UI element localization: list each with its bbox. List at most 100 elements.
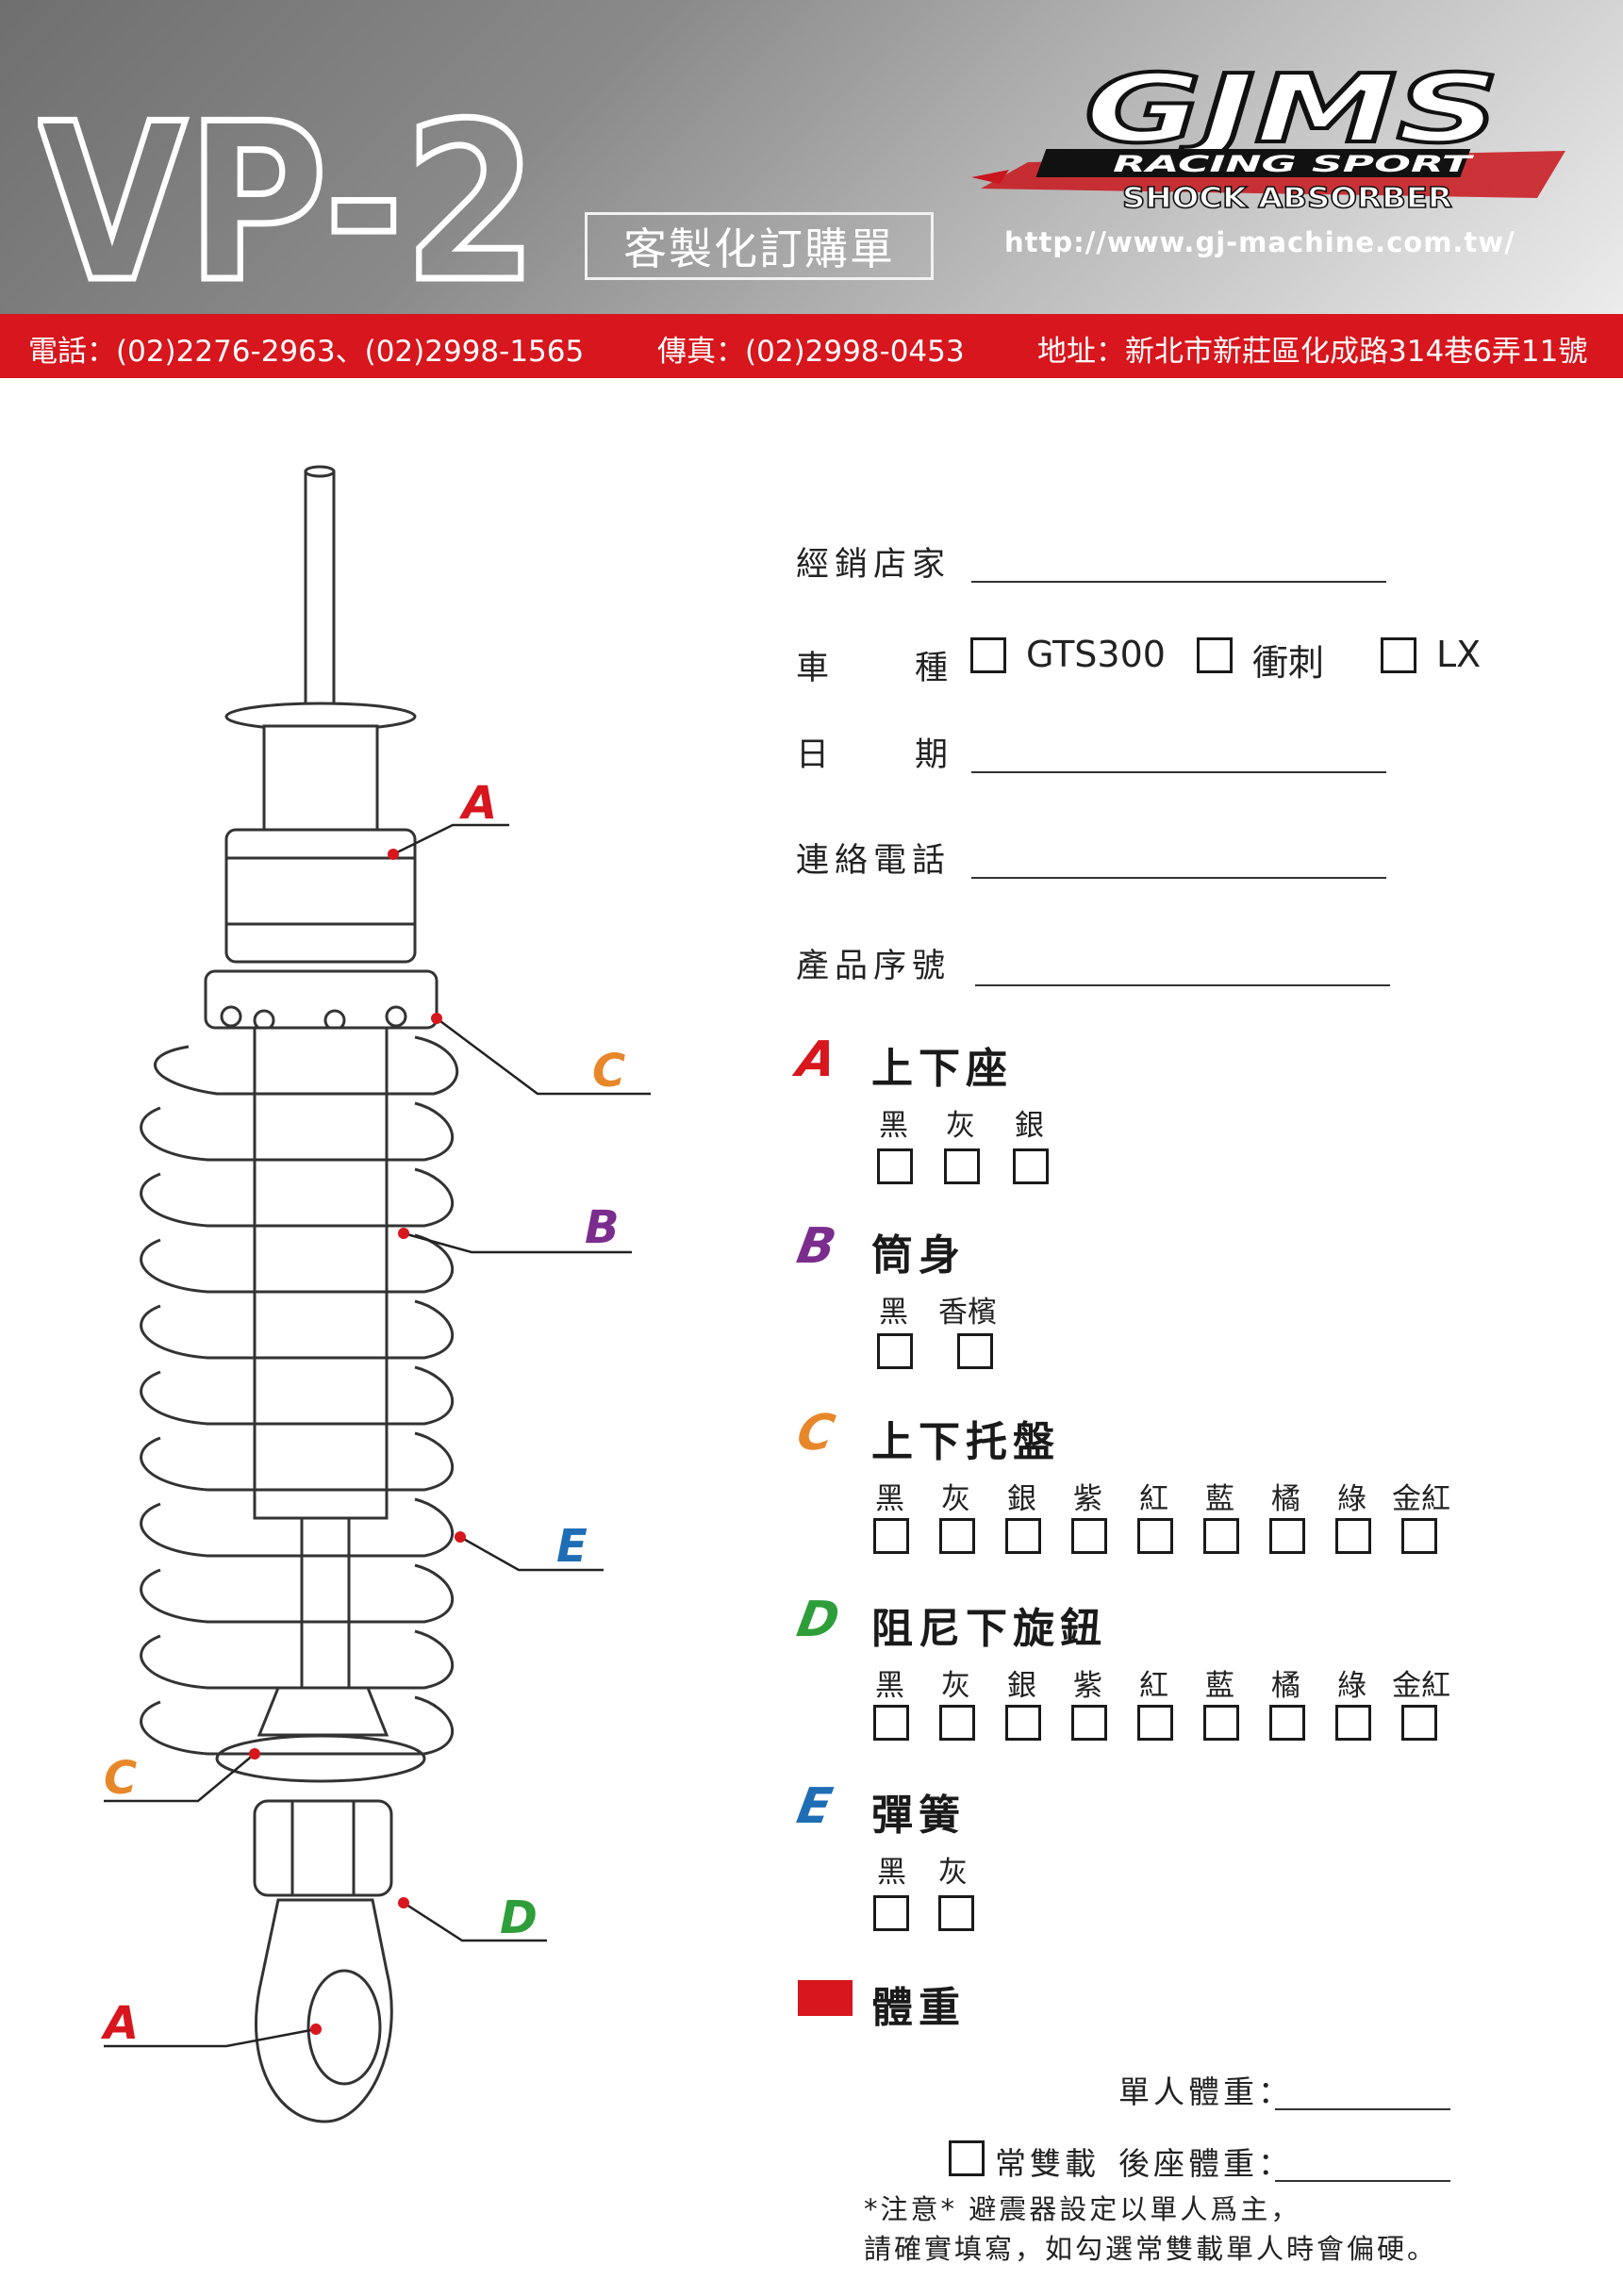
- section-d-opt-label: 金紅: [1392, 1669, 1450, 1703]
- section-d-option-checkbox[interactable]: [1137, 1705, 1173, 1741]
- section-a-opt-label: 黑: [879, 1109, 908, 1143]
- vehicle-chongci-checkbox[interactable]: [1197, 637, 1233, 673]
- section-a-letter: A: [792, 1032, 841, 1088]
- section-d-option-checkbox[interactable]: [1203, 1705, 1239, 1741]
- section-c-option-checkbox[interactable]: [1269, 1518, 1305, 1554]
- section-c-option-checkbox[interactable]: [1071, 1518, 1107, 1554]
- phone-text: 電話：(02)2276-2963、(02)2998-1565: [28, 335, 585, 369]
- section-d-option-checkbox[interactable]: [939, 1705, 975, 1741]
- section-d-option-checkbox[interactable]: [1005, 1705, 1041, 1741]
- gjms-logo: GJMS RACING SPORT SHOCK ABSORBER: [971, 57, 1565, 216]
- serial-field[interactable]: [975, 984, 1390, 986]
- section-d-opt-label: 銀: [1007, 1669, 1036, 1703]
- section-a-title: 上下座: [871, 1045, 1013, 1093]
- header-banner: VP-2 客製化訂購單 GJMS RACING SPORT SHOCK ABSO…: [0, 0, 1623, 314]
- section-c-option-checkbox[interactable]: [1401, 1518, 1437, 1554]
- section-c-opt-label: 黑: [875, 1482, 904, 1516]
- address-text: 地址：新北市新莊區化成路314巷6弄11號: [1037, 335, 1588, 369]
- section-a-opt-label: 銀: [1015, 1109, 1044, 1143]
- section-d-opt-label: 灰: [941, 1669, 970, 1703]
- shock-absorber-diagram: A C B E C D A: [100, 465, 651, 2123]
- website-url[interactable]: http://www.gj-machine.com.tw/: [1004, 226, 1515, 258]
- double-load-checkbox[interactable]: [949, 2140, 985, 2176]
- section-d-option-checkbox[interactable]: [1335, 1705, 1371, 1741]
- section-a-black-checkbox[interactable]: [877, 1148, 913, 1184]
- vehicle-lx-label: LX: [1436, 634, 1482, 675]
- date-field[interactable]: [971, 771, 1386, 773]
- section-d-opt-label: 紅: [1139, 1669, 1168, 1703]
- vehicle-gts300-checkbox[interactable]: [970, 637, 1006, 673]
- section-d-opt-label: 綠: [1337, 1669, 1366, 1703]
- vehicle-lx-checkbox[interactable]: [1381, 637, 1416, 673]
- section-d-option-checkbox[interactable]: [1401, 1705, 1437, 1741]
- section-d-title: 阻尼下旋鈕: [871, 1605, 1107, 1653]
- section-c-option-checkbox[interactable]: [1137, 1518, 1173, 1554]
- section-c-opt-label: 金紅: [1392, 1482, 1450, 1516]
- single-weight-label: 單人體重：: [1118, 2073, 1293, 2110]
- fax-text: 傳真：(02)2998-0453: [657, 335, 965, 369]
- section-c-opt-label: 藍: [1205, 1482, 1234, 1516]
- section-e-gray-checkbox[interactable]: [938, 1895, 974, 1931]
- svg-text:VP-2: VP-2: [38, 90, 538, 297]
- dealer-field[interactable]: [971, 581, 1386, 583]
- section-c-option-checkbox[interactable]: [1335, 1518, 1371, 1554]
- section-d-opt-label: 藍: [1205, 1669, 1234, 1703]
- upper-body: [224, 828, 417, 964]
- section-a-gray-checkbox[interactable]: [944, 1148, 980, 1184]
- callout-e: E: [556, 1520, 588, 1573]
- section-e-black-checkbox[interactable]: [873, 1895, 909, 1931]
- section-d-opt-label: 黑: [875, 1669, 904, 1703]
- section-c-title: 上下托盤: [871, 1418, 1060, 1466]
- section-c-option-checkbox[interactable]: [1005, 1518, 1041, 1554]
- svg-text:RACING SPORT: RACING SPORT: [1113, 151, 1474, 177]
- section-c-opt-label: 紫: [1073, 1482, 1102, 1516]
- note-line-1: *注意* 避震器設定以單人爲主，: [864, 2193, 1301, 2225]
- section-b-opt-label: 黑: [879, 1296, 908, 1330]
- svg-text:SHOCK ABSORBER: SHOCK ABSORBER: [1122, 182, 1452, 215]
- section-c-option-checkbox[interactable]: [873, 1518, 909, 1554]
- weight-marker: [798, 1980, 853, 2016]
- section-e-title: 彈簧: [871, 1792, 966, 1840]
- vehicle-chongci-label: 衝刺: [1252, 642, 1325, 684]
- section-d-option-checkbox[interactable]: [1071, 1705, 1107, 1741]
- single-weight-field[interactable]: [1275, 2108, 1450, 2110]
- section-a-silver-checkbox[interactable]: [1013, 1148, 1049, 1184]
- vehicle-label-1: 車: [796, 650, 836, 687]
- section-b-black-checkbox[interactable]: [877, 1333, 913, 1369]
- main-body-cylinder: [253, 1026, 389, 1520]
- phone-label: 連絡電話: [796, 842, 952, 880]
- model-title: VP-2: [38, 90, 541, 297]
- callout-d: D: [500, 1891, 538, 1944]
- section-e-opt-label: 黑: [877, 1856, 906, 1890]
- vehicle-label-2: 種: [915, 650, 954, 687]
- damping-knob: [253, 1799, 393, 1897]
- note-line-2: 請確實填寫，如勾選常雙載單人時會偏硬。: [864, 2233, 1438, 2265]
- section-b-letter: B: [792, 1218, 840, 1275]
- rear-weight-field[interactable]: [1275, 2180, 1450, 2182]
- coil-spring: [140, 1035, 459, 1756]
- section-c-opt-label: 紅: [1139, 1482, 1168, 1516]
- section-c-opt-label: 綠: [1337, 1482, 1366, 1516]
- section-c-option-checkbox[interactable]: [939, 1518, 975, 1554]
- section-d-letter: D: [792, 1592, 844, 1648]
- section-b-opt-label: 香檳: [938, 1296, 997, 1330]
- callout-b: B: [585, 1201, 620, 1254]
- section-b-champagne-checkbox[interactable]: [957, 1333, 993, 1369]
- contact-bar: 電話：(02)2276-2963、(02)2998-1565 傳真：(02)29…: [0, 314, 1623, 378]
- vehicle-gts300-label: GTS300: [1026, 634, 1166, 675]
- date-label-1: 日: [796, 736, 836, 774]
- lower-spring-seat: [215, 1734, 426, 1783]
- phone-field[interactable]: [971, 877, 1386, 879]
- section-d-option-checkbox[interactable]: [1269, 1705, 1305, 1741]
- callout-c-top: C: [592, 1045, 625, 1098]
- section-c-option-checkbox[interactable]: [1203, 1518, 1239, 1554]
- section-d-opt-label: 紫: [1073, 1669, 1102, 1703]
- section-d-opt-label: 橘: [1271, 1669, 1300, 1703]
- dealer-label: 經銷店家: [796, 546, 952, 584]
- double-load-label: 常雙載: [995, 2145, 1100, 2182]
- section-e-letter: E: [792, 1778, 836, 1835]
- section-d-option-checkbox[interactable]: [873, 1705, 909, 1741]
- callout-a-top: A: [458, 777, 497, 830]
- piston-rod: [304, 470, 336, 728]
- svg-text:GJMS: GJMS: [1085, 57, 1499, 164]
